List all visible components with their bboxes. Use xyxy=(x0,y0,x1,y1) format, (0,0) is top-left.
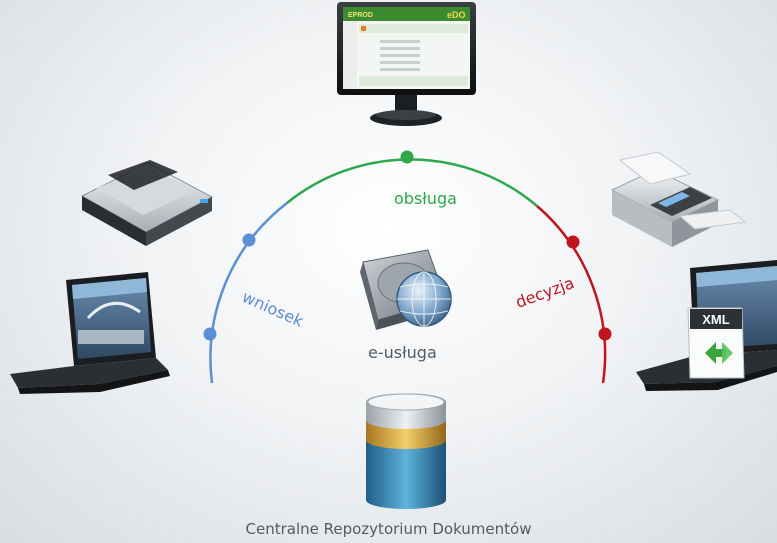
monitor-header-title: EPROD xyxy=(348,12,373,19)
process-arc xyxy=(203,150,612,384)
label-e-usluga: e-usługa xyxy=(368,343,437,362)
arc-node-decyzja-lower xyxy=(598,327,612,341)
fax-printer-icon xyxy=(610,151,747,247)
laptop-xml-icon xyxy=(636,260,777,391)
database-stack-icon xyxy=(366,393,446,509)
scanner-icon xyxy=(80,160,214,246)
laptop-icon xyxy=(10,272,170,394)
arc-node-obsluga-top xyxy=(400,150,414,164)
monitor-icon xyxy=(337,2,476,126)
hard-drive-network-icon xyxy=(360,249,452,330)
label-obsluga: obsługa xyxy=(394,189,457,208)
xml-badge: XML xyxy=(702,312,730,327)
arc-node-decyzja-upper xyxy=(566,235,580,249)
monitor-app-logo: eDO xyxy=(447,10,466,20)
label-repository: Centralne Repozytorium Dokumentów xyxy=(245,520,532,538)
arc-segment-wniosek xyxy=(209,202,288,384)
arc-node-wniosek-lower xyxy=(203,327,217,341)
database-cap xyxy=(367,393,445,411)
arc-node-wniosek-upper xyxy=(242,233,256,247)
arc-segment-decyzja xyxy=(536,205,607,384)
